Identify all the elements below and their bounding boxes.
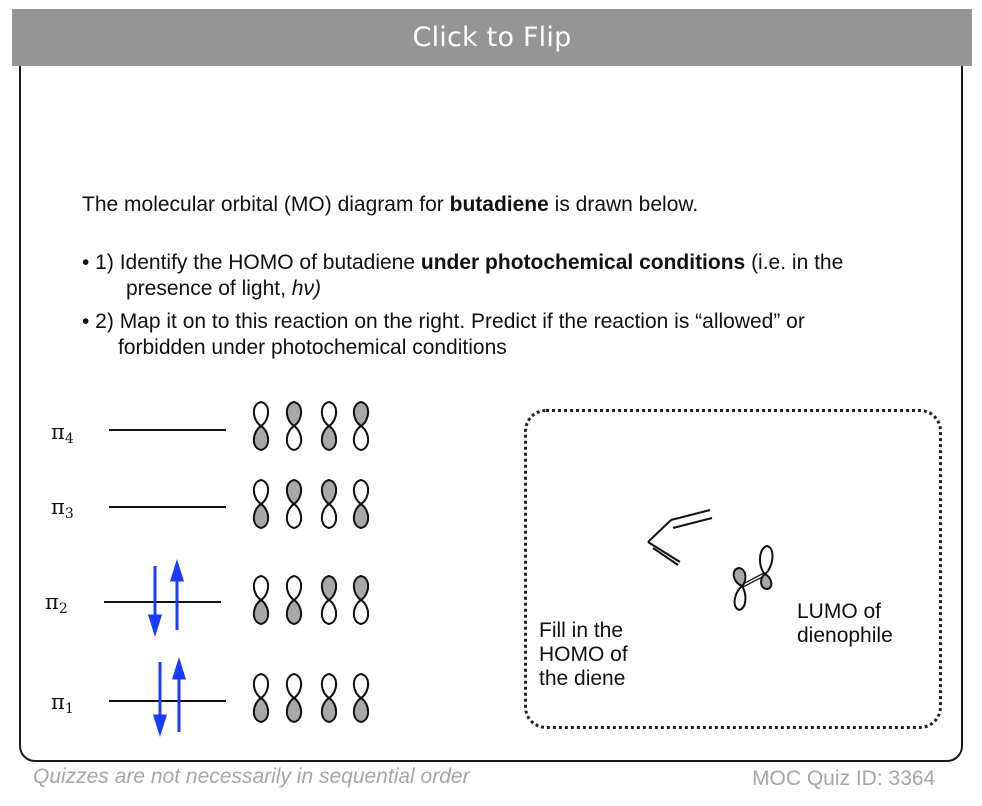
orbitals-pi2 xyxy=(252,575,370,625)
reaction-box xyxy=(524,409,942,729)
orbitals-pi3 xyxy=(252,479,370,529)
dienophile-lumo-orbitals xyxy=(732,544,774,612)
electron-pair-pi1 xyxy=(152,656,187,738)
flashcard[interactable] xyxy=(19,12,963,762)
mo-level-line-pi4 xyxy=(109,429,226,431)
mo-label-pi3: π3 xyxy=(51,495,74,522)
butadiene-structure xyxy=(647,509,713,566)
click-to-flip-header[interactable]: Click to Flip xyxy=(12,9,972,66)
question-bullet-1: • 1) Identify the HOMO of butadiene unde… xyxy=(82,251,844,300)
mo-level-line-pi3 xyxy=(109,506,226,508)
quiz-id: MOC Quiz ID: 3364 xyxy=(752,767,936,790)
orbitals-pi1 xyxy=(252,673,370,723)
mo-label-pi2: π2 xyxy=(45,590,68,617)
homo-fill-label: Fill in the HOMO of the diene xyxy=(539,619,628,690)
electron-pair-pi2 xyxy=(147,558,185,638)
lumo-dienophile-label: LUMO of dienophile xyxy=(797,600,893,647)
mo-label-pi4: π4 xyxy=(51,420,74,447)
question-bullet-2: • 2) Map it on to this reaction on the r… xyxy=(82,310,805,359)
mo-level-line-pi2 xyxy=(104,601,221,603)
orbitals-pi4 xyxy=(252,401,370,451)
question-intro: The molecular orbital (MO) diagram for b… xyxy=(82,193,699,216)
mo-label-pi1: π1 xyxy=(51,690,74,717)
footer-disclaimer: Quizzes are not necessarily in sequentia… xyxy=(33,765,470,788)
mo-level-line-pi1 xyxy=(109,700,226,702)
